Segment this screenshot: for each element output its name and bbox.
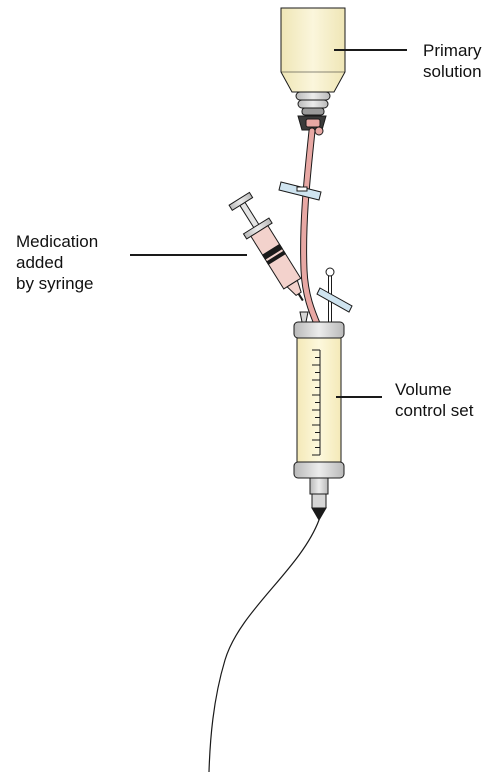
label-line: control set — [395, 400, 473, 421]
label-line: Volume — [395, 379, 473, 400]
label-line: added — [16, 252, 98, 273]
injection-port — [300, 312, 308, 322]
label-line: Medication — [16, 231, 98, 252]
bottle-cap — [296, 92, 330, 115]
slide-clamp — [279, 182, 321, 200]
label-medication: Medication added by syringe — [16, 231, 98, 294]
label-line: solution — [423, 61, 482, 82]
label-line: by syringe — [16, 273, 98, 294]
port-clamp — [317, 288, 352, 312]
label-volume-control-set: Volume control set — [395, 379, 473, 421]
drip-outlet — [310, 478, 328, 520]
label-primary-solution: Primary solution — [423, 40, 482, 82]
label-line: Primary — [423, 40, 482, 61]
outlet-tubing — [209, 520, 319, 772]
